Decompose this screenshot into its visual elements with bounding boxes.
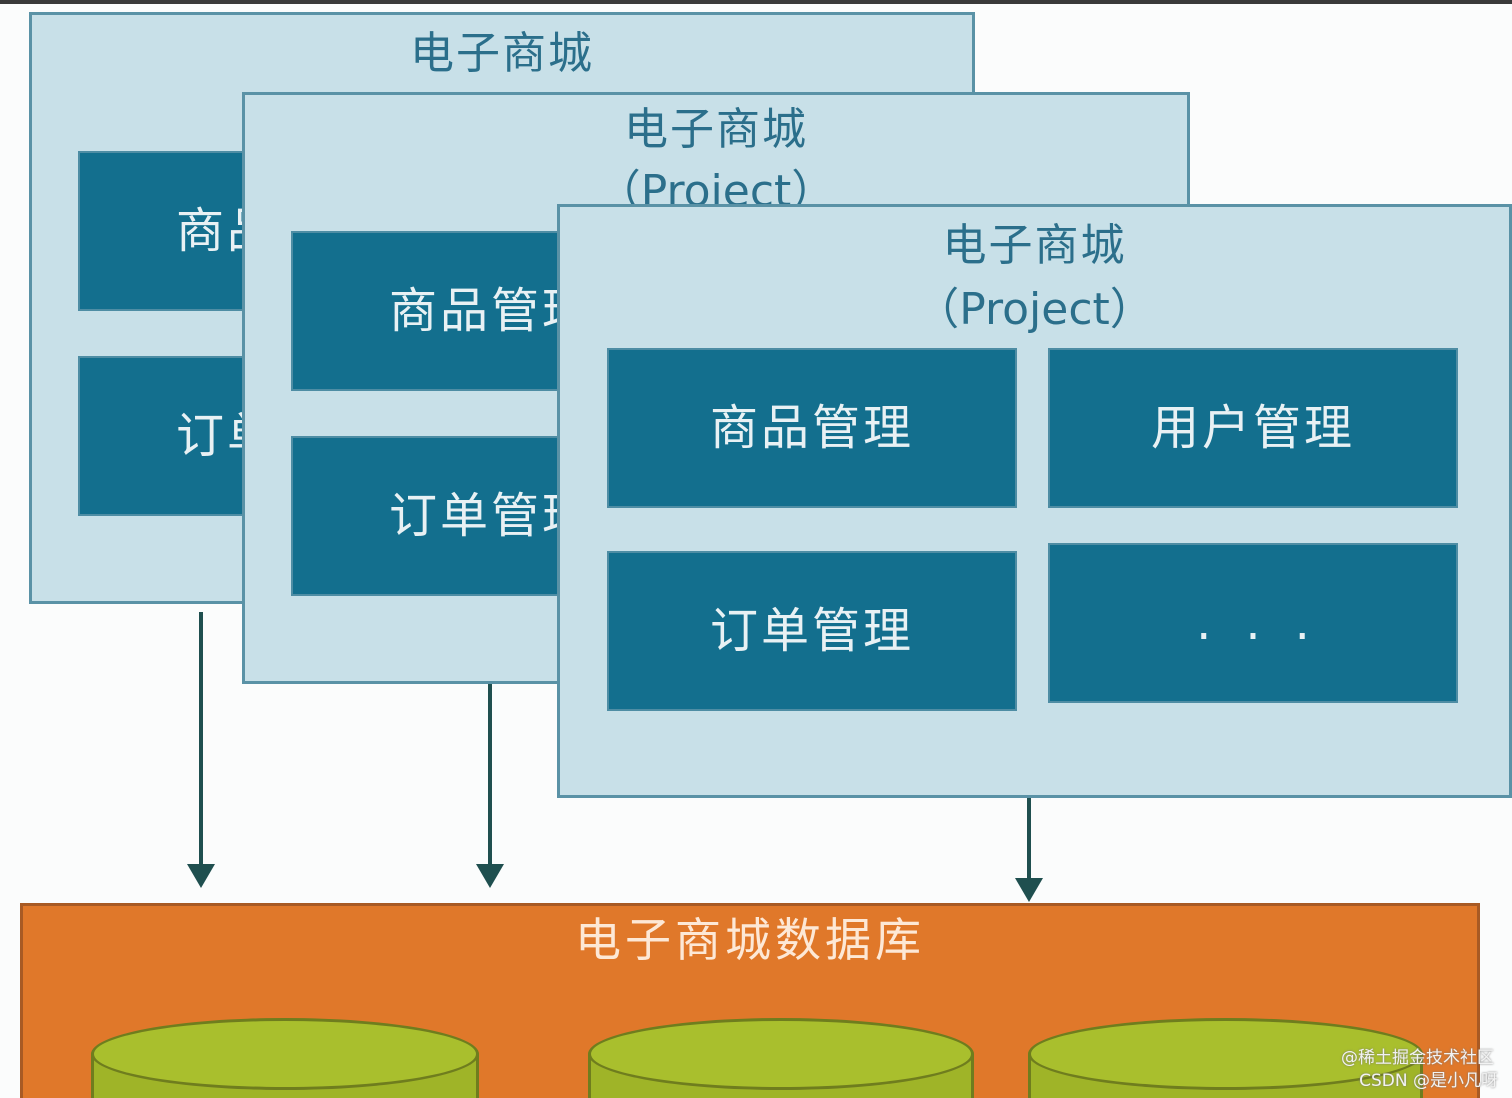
panel-title: 电子商城 — [942, 220, 1127, 271]
panel-subtitle: （Project） — [915, 284, 1154, 335]
module-user-management: 用户管理 — [1048, 348, 1458, 508]
panel-title: 电子商城 — [624, 104, 808, 155]
database-title: 电子商城数据库 — [575, 913, 925, 967]
arrow-panel-3 — [1015, 798, 1043, 902]
database-cylinder-icon — [1028, 1018, 1423, 1090]
watermark-csdn: CSDN @是小凡呀 — [1359, 1071, 1498, 1091]
project-panel-front: 电子商城 （Project） 商品管理 用户管理 订单管理 ... — [557, 204, 1512, 798]
module-product-management: 商品管理 — [607, 348, 1017, 508]
arrow-panel-1 — [187, 612, 215, 888]
panel-title: 电子商城 — [410, 28, 594, 79]
top-border — [0, 0, 1512, 4]
module-order-management: 订单管理 — [607, 551, 1017, 711]
watermark-juejin: @稀土掘金技术社区 — [1341, 1048, 1494, 1068]
arrow-panel-2 — [476, 684, 504, 888]
shared-database: 电子商城数据库 — [20, 903, 1480, 1098]
module-more-ellipsis: ... — [1048, 543, 1458, 703]
database-cylinder-icon — [91, 1018, 479, 1090]
database-cylinder-icon — [588, 1018, 974, 1090]
